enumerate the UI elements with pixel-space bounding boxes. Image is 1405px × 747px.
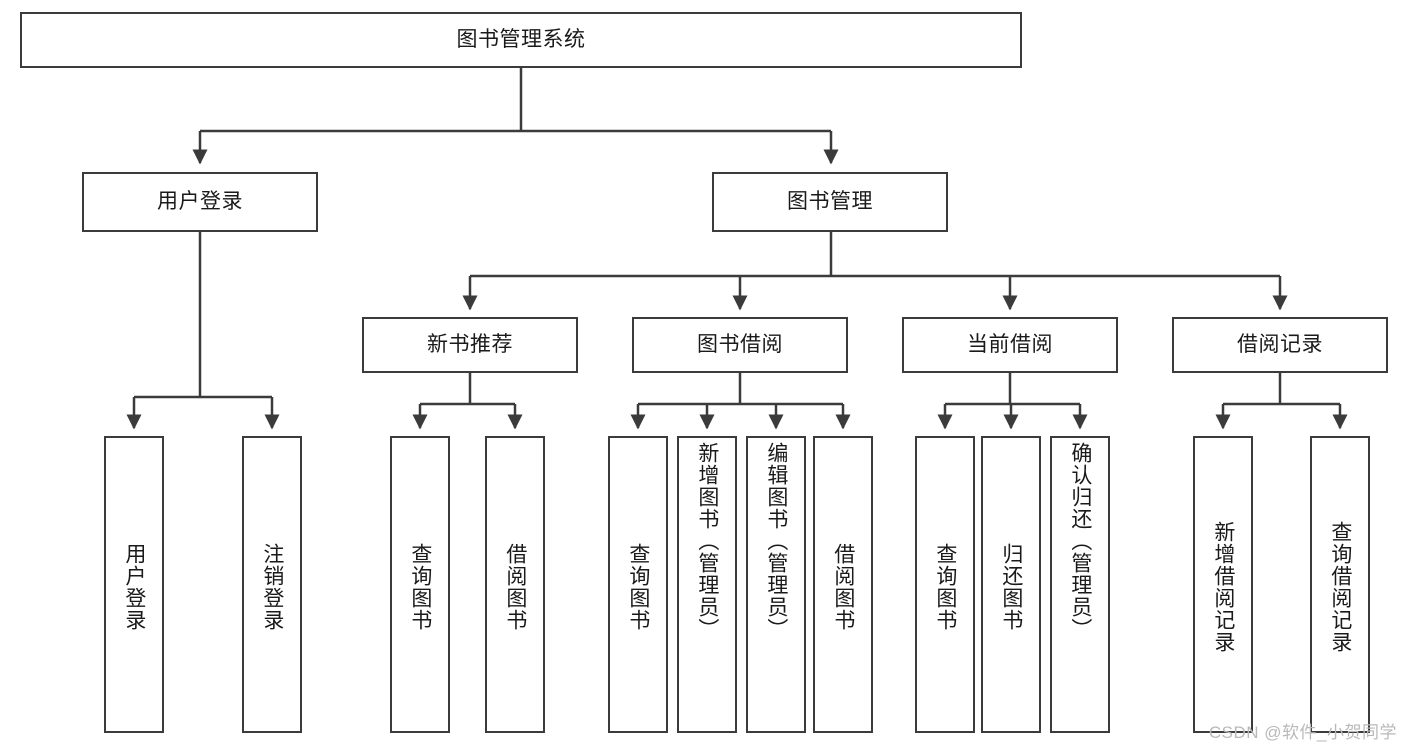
- node-leaf-add-book-label: 新增图书（管理员）: [695, 442, 719, 640]
- node-leaf-query-record[interactable]: 查询借阅记录: [1310, 436, 1370, 733]
- node-borrow-record[interactable]: 借阅记录: [1172, 317, 1388, 373]
- node-leaf-user-login[interactable]: 用户登录: [104, 436, 164, 733]
- node-current-borrow[interactable]: 当前借阅: [902, 317, 1118, 373]
- node-book-manage-label: 图书管理: [787, 190, 873, 214]
- node-leaf-confirm-return-label: 确认归还（管理员）: [1068, 442, 1092, 640]
- node-root[interactable]: 图书管理系统: [20, 12, 1022, 68]
- node-leaf-query-book-3-label: 查询图书: [933, 542, 957, 631]
- node-root-label: 图书管理系统: [456, 28, 586, 52]
- node-leaf-borrow-book-2-label: 借阅图书: [831, 542, 855, 631]
- node-leaf-edit-book-label: 编辑图书（管理员）: [764, 442, 788, 640]
- node-current-borrow-label: 当前借阅: [967, 333, 1053, 357]
- node-new-book-recommend[interactable]: 新书推荐: [362, 317, 578, 373]
- node-leaf-borrow-book-2[interactable]: 借阅图书: [813, 436, 873, 733]
- node-leaf-query-book-1-label: 查询图书: [408, 542, 432, 631]
- node-leaf-add-record-label: 新增借阅记录: [1211, 520, 1235, 653]
- node-leaf-return-book[interactable]: 归还图书: [981, 436, 1041, 733]
- node-leaf-confirm-return[interactable]: 确认归还（管理员）: [1050, 436, 1110, 733]
- node-leaf-query-book-1[interactable]: 查询图书: [390, 436, 450, 733]
- node-leaf-user-logout-label: 注销登录: [260, 542, 284, 631]
- node-book-borrow-label: 图书借阅: [697, 333, 783, 357]
- node-leaf-return-book-label: 归还图书: [999, 542, 1023, 631]
- node-leaf-query-book-2[interactable]: 查询图书: [608, 436, 668, 733]
- node-leaf-query-record-label: 查询借阅记录: [1328, 520, 1352, 653]
- node-leaf-user-logout[interactable]: 注销登录: [242, 436, 302, 733]
- node-leaf-borrow-book-1-label: 借阅图书: [503, 542, 527, 631]
- node-leaf-borrow-book-1[interactable]: 借阅图书: [485, 436, 545, 733]
- node-leaf-query-book-2-label: 查询图书: [626, 542, 650, 631]
- node-leaf-user-login-label: 用户登录: [122, 542, 146, 631]
- node-leaf-query-book-3[interactable]: 查询图书: [915, 436, 975, 733]
- node-leaf-add-book[interactable]: 新增图书（管理员）: [677, 436, 737, 733]
- watermark-text: CSDN @软件_小贺同学: [1208, 723, 1397, 742]
- node-leaf-edit-book[interactable]: 编辑图书（管理员）: [746, 436, 806, 733]
- node-leaf-add-record[interactable]: 新增借阅记录: [1193, 436, 1253, 733]
- node-book-borrow[interactable]: 图书借阅: [632, 317, 848, 373]
- node-user-login-label: 用户登录: [157, 190, 243, 214]
- node-user-login[interactable]: 用户登录: [82, 172, 318, 232]
- node-book-manage[interactable]: 图书管理: [712, 172, 948, 232]
- node-borrow-record-label: 借阅记录: [1237, 333, 1323, 357]
- node-new-book-recommend-label: 新书推荐: [427, 333, 513, 357]
